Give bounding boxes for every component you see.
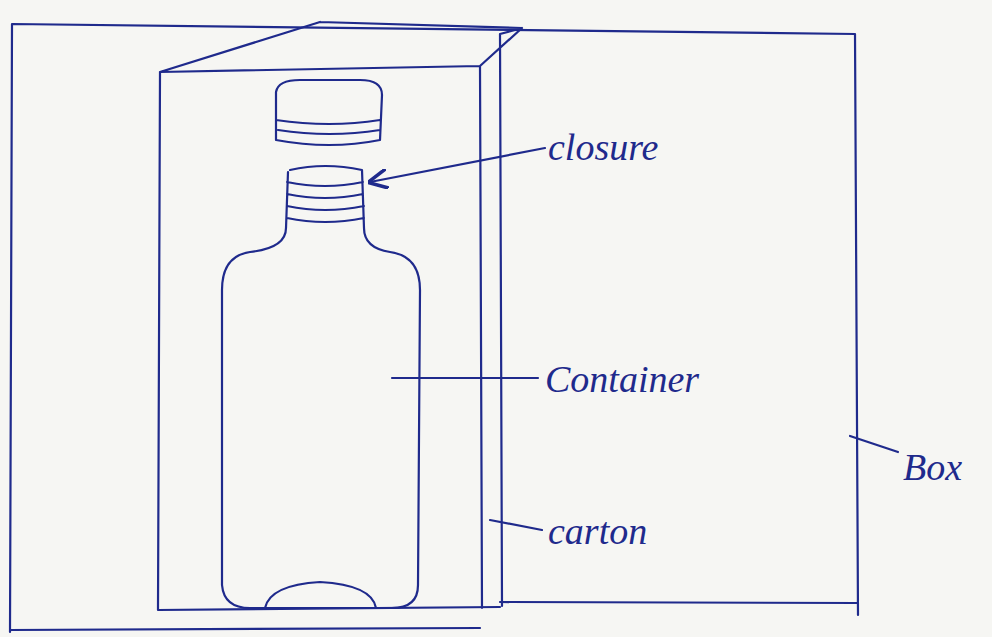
part-label: carton xyxy=(548,512,647,550)
carton-outline xyxy=(158,22,522,610)
leader-line xyxy=(850,436,898,452)
closure-cap xyxy=(276,80,382,145)
part-label: closure xyxy=(548,128,658,166)
leader-line xyxy=(370,148,545,182)
box-outline xyxy=(10,24,858,632)
leader-line xyxy=(490,520,542,530)
container-body xyxy=(222,228,420,608)
container-base xyxy=(265,582,376,608)
leader-line xyxy=(392,377,538,379)
bottle-neck xyxy=(286,166,364,228)
part-label: Container xyxy=(545,360,699,398)
part-label: Box xyxy=(903,448,962,486)
